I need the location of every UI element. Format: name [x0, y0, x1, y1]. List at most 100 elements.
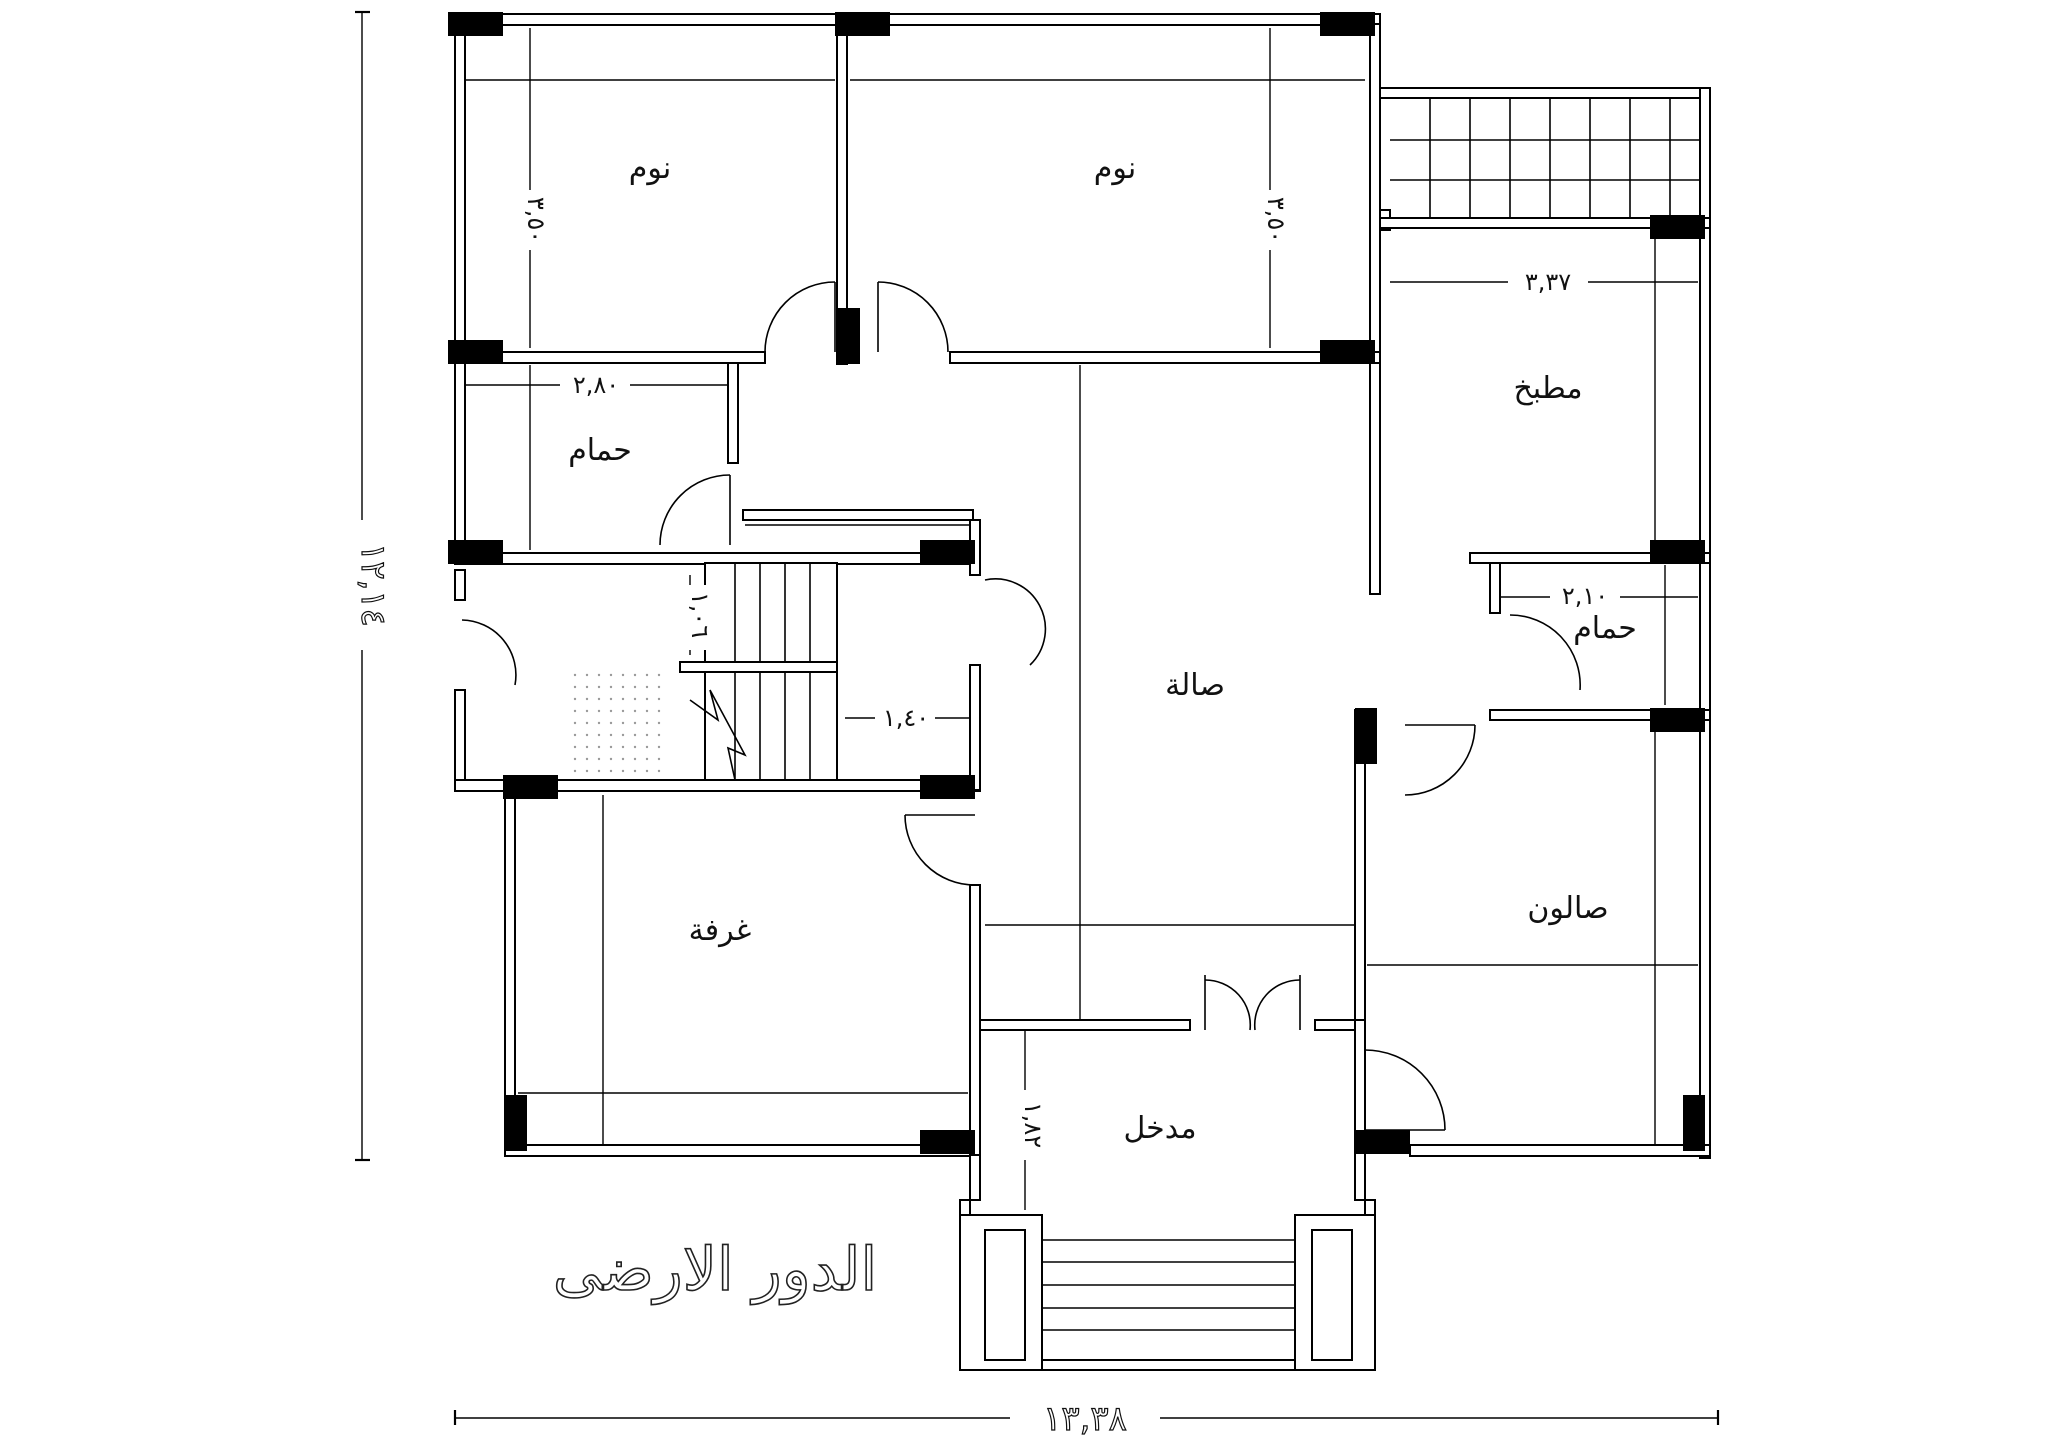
- dim-kitchen-width: ٣,٣٧: [1525, 268, 1571, 296]
- staircase: [679, 509, 974, 781]
- floor-dot: [633, 673, 637, 677]
- floor-dot: [573, 709, 577, 713]
- floor-dot: [633, 721, 637, 725]
- floor-dot: [609, 745, 613, 749]
- floor-dot: [645, 769, 649, 773]
- floor-dot: [645, 757, 649, 761]
- floor-dot: [633, 757, 637, 761]
- floor-dot: [597, 757, 601, 761]
- floor-dot: [573, 697, 577, 701]
- floor-dot: [645, 697, 649, 701]
- room-label-kitchen: مطبخ: [1513, 371, 1582, 406]
- dim-entrance-width: ١,٨٢: [1019, 1102, 1047, 1148]
- floor-dot: [597, 697, 601, 701]
- floor-dot: [621, 709, 625, 713]
- floor-dot: [585, 697, 589, 701]
- floor-dot: [633, 733, 637, 737]
- floor-dot: [573, 769, 577, 773]
- floor-dot: [597, 709, 601, 713]
- dim-bath2-width: ٢,١٠: [1562, 582, 1608, 610]
- floor-dot: [657, 721, 661, 725]
- room-label-bathroom1: حمام: [568, 433, 632, 468]
- room-label-hall: صالة: [1165, 668, 1225, 703]
- floor-dot: [621, 745, 625, 749]
- floor-dot: [609, 697, 613, 701]
- floor-dot: [645, 709, 649, 713]
- floor-dot: [585, 721, 589, 725]
- dim-bath1-width: ٢,٨٠: [573, 371, 619, 399]
- floor-dot: [597, 673, 601, 677]
- floor-dot: [573, 733, 577, 737]
- columns: [448, 12, 1705, 1154]
- floor-dot: [585, 745, 589, 749]
- floor-dot: [609, 673, 613, 677]
- floor-dot: [645, 673, 649, 677]
- floor-dot: [597, 685, 601, 689]
- floor-dot: [585, 673, 589, 677]
- corridor-dots: [573, 673, 661, 773]
- floor-dot: [597, 745, 601, 749]
- floor-dot: [585, 769, 589, 773]
- floor-dot: [657, 709, 661, 713]
- floor-dot: [633, 697, 637, 701]
- dim-bedroom1-height: ٣,٥٠: [522, 197, 550, 243]
- floor-dot: [585, 685, 589, 689]
- floor-dot: [609, 769, 613, 773]
- dimension-labels: ٣,٥٠ ٣,٥٠ ٢,٨٠ ١,٠٦ ١,٤٠ ٣,٣٧ ٢,١٠ ١,٨٢ …: [340, 190, 1620, 1437]
- room-label-salon: صالون: [1527, 891, 1608, 926]
- floor-dot: [597, 721, 601, 725]
- floor-dot: [657, 733, 661, 737]
- floor-dot: [609, 733, 613, 737]
- floor-dot: [657, 697, 661, 701]
- floor-dot: [597, 733, 601, 737]
- dim-overall-height: ١٢,١٤: [353, 543, 393, 627]
- floor-dot: [621, 685, 625, 689]
- room-label-entrance: مدخل: [1123, 1111, 1196, 1146]
- floor-dot: [645, 745, 649, 749]
- floor-dot: [585, 709, 589, 713]
- floor-dot: [657, 685, 661, 689]
- floor-dot: [657, 745, 661, 749]
- plan-title: الدور الارضى: [553, 1235, 877, 1305]
- floor-dot: [573, 721, 577, 725]
- room-label-room: غرفة: [689, 913, 752, 948]
- floor-dot: [621, 733, 625, 737]
- floor-dot: [633, 685, 637, 689]
- dim-bedroom2-height: ٣,٥٠: [1262, 197, 1290, 243]
- floor-dot: [633, 709, 637, 713]
- room-label-bathroom2: حمام: [1573, 611, 1637, 646]
- floor-dot: [645, 685, 649, 689]
- floor-dot: [633, 769, 637, 773]
- floor-dot: [585, 757, 589, 761]
- porch-steps: [984, 1229, 1353, 1361]
- kitchen-tiles: [1390, 98, 1700, 218]
- floor-dot: [621, 769, 625, 773]
- floor-dot: [657, 769, 661, 773]
- floor-dot: [633, 745, 637, 749]
- room-label-bedroom2: نوم: [1094, 151, 1136, 186]
- floor-dot: [573, 673, 577, 677]
- floor-dot: [573, 757, 577, 761]
- floor-dot: [621, 721, 625, 725]
- floor-dot: [609, 721, 613, 725]
- floor-dot: [621, 697, 625, 701]
- floor-dot: [609, 757, 613, 761]
- walls: [454, 13, 1711, 1371]
- floor-dot: [573, 745, 577, 749]
- floor-dot: [657, 673, 661, 677]
- floor-dot: [645, 733, 649, 737]
- room-label-bedroom1: نوم: [629, 151, 671, 186]
- floor-dot: [621, 757, 625, 761]
- floor-dot: [621, 673, 625, 677]
- room-labels: نوم نوم حمام مطبخ حمام صالة صالون غرفة م…: [568, 151, 1637, 1146]
- floor-dot: [597, 769, 601, 773]
- doors: [461, 281, 1581, 1131]
- floor-dot: [573, 685, 577, 689]
- floor-dot: [609, 685, 613, 689]
- dim-stair-gap: ١,٠٦: [686, 592, 714, 638]
- floor-dot: [585, 733, 589, 737]
- dim-overall-width: ١٣,٣٨: [1043, 1399, 1127, 1437]
- floor-dot: [645, 721, 649, 725]
- floor-dot: [657, 757, 661, 761]
